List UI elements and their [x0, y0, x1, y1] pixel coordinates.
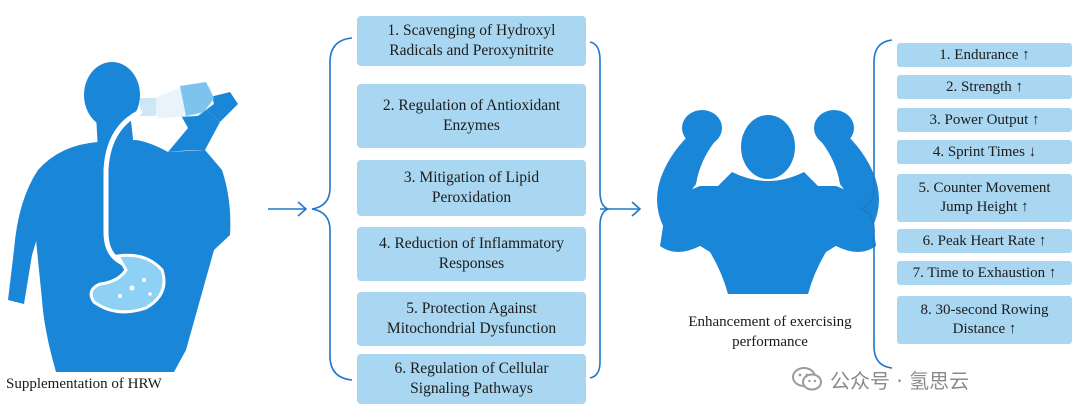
watermark: 公众号 · 氢思云 [792, 362, 969, 396]
outcome-label: 8. 30-second Rowing Distance ↑ [920, 302, 1049, 337]
esophagus-tube [103, 109, 143, 271]
mechanisms-right-brace [589, 41, 611, 379]
wechat-icon [792, 367, 822, 391]
mechanism-label: 3. Mitigation of Lipid Peroxidation [403, 169, 540, 206]
outcome-label: 2. Strength ↑ [945, 78, 1024, 95]
mechanism-box: 5. Protection Against Mitochondrial Dysf… [357, 292, 586, 346]
outcome-box: 2. Strength ↑ [897, 75, 1072, 99]
mechanism-box: 4. Reduction of Inflammatory Responses [357, 227, 586, 281]
water-bottle [140, 82, 214, 118]
mechanism-label: 1. Scavenging of Hydroxyl Radicals and P… [387, 22, 556, 59]
mechanism-label: 5. Protection Against Mitochondrial Dysf… [386, 300, 557, 337]
watermark-text: 公众号 · 氢思云 [830, 368, 970, 393]
mechanism-label: 2. Regulation of Antioxidant Enzymes [382, 97, 561, 134]
outcome-box: 4. Sprint Times ↓ [897, 140, 1072, 164]
hrw-caption: Supplementation of HRW [6, 376, 162, 392]
mechanism-box: 6. Regulation of Cellular Signaling Path… [357, 354, 586, 404]
mechanisms-left-brace [311, 37, 353, 381]
outcome-box: 7. Time to Exhaustion ↑ [897, 261, 1072, 285]
stomach-icon [89, 253, 166, 314]
outcome-box: 8. 30-second Rowing Distance ↑ [897, 296, 1072, 344]
outcome-box: 5. Counter Movement Jump Height ↑ [897, 174, 1072, 222]
outcome-box: 6. Peak Heart Rate ↑ [897, 229, 1072, 253]
mechanism-label: 4. Reduction of Inflammatory Responses [378, 235, 565, 272]
performance-caption: Enhancement of exercising performance [688, 314, 852, 350]
mechanism-box: 2. Regulation of Antioxidant Enzymes [357, 84, 586, 148]
arrow-to-outcomes [600, 201, 642, 217]
outcomes-left-brace [859, 39, 893, 369]
muscular-figure [657, 110, 879, 294]
mechanism-label: 6. Regulation of Cellular Signaling Path… [394, 360, 549, 397]
mechanism-box: 3. Mitigation of Lipid Peroxidation [357, 160, 586, 216]
outcome-label: 6. Peak Heart Rate ↑ [922, 232, 1047, 249]
outcome-label: 1. Endurance ↑ [939, 46, 1030, 63]
outcome-label: 7. Time to Exhaustion ↑ [912, 264, 1057, 281]
mechanism-box: 1. Scavenging of Hydroxyl Radicals and P… [357, 16, 586, 66]
outcome-label: 4. Sprint Times ↓ [932, 143, 1037, 160]
outcome-box: 3. Power Output ↑ [897, 108, 1072, 132]
outcome-label: 5. Counter Movement Jump Height ↑ [918, 180, 1051, 215]
arrow-to-mechanisms [268, 201, 308, 217]
outcome-box: 1. Endurance ↑ [897, 43, 1072, 67]
outcome-label: 3. Power Output ↑ [929, 111, 1040, 128]
